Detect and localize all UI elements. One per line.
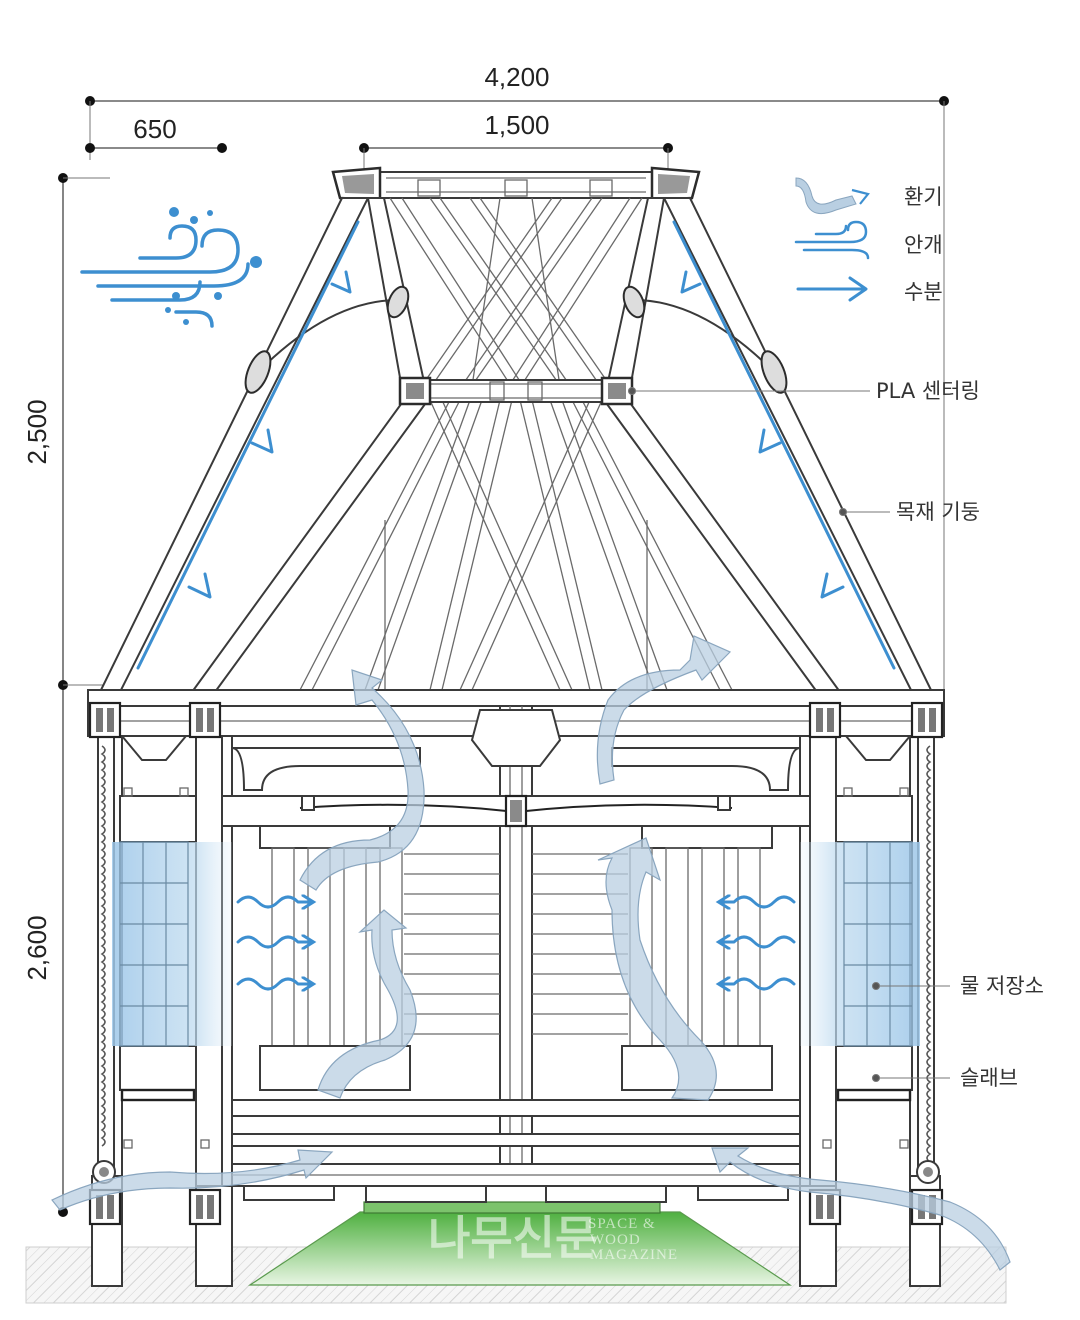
mist-flow-arrows [236,897,796,989]
moisture-arrow-icon [680,270,702,294]
moisture-arrow-icon [250,428,274,454]
mist-arrow-icon [720,897,796,907]
ventilation-air-flows [51,635,1011,1271]
mist-arrow-icon [236,937,312,947]
moisture-flow-lines [136,220,896,752]
legend-label-moisture: 수분 [904,280,943,304]
callout-slab: 슬래브 [960,1066,1018,1090]
watermark-line2: WOOD [590,1232,641,1248]
legend: 환기 안개 수분 [794,177,943,304]
callout-leaders [627,386,950,1083]
legend-label-ventilation: 환기 [904,185,943,209]
mist-arrow-icon [236,897,312,907]
mist-icon [794,220,870,260]
watermark-title: 나무신문 [428,1211,597,1265]
mist-arrow-icon [236,979,312,989]
moisture-arrow-icon [330,270,352,294]
dim-body-height: 2,600 [22,915,52,980]
dimension-lines [58,96,949,1217]
watermark: 나무신문 SPACE & WOOD MAGAZINE [428,1211,678,1265]
moisture-arrow-icon [796,276,868,302]
watermark-line3: MAGAZINE [590,1247,678,1263]
dim-edge-offset: 650 [133,114,176,144]
moisture-arrow-icon [187,572,212,599]
roof-structure [98,166,934,693]
callout-pla-centering: PLA 센터링 [876,379,980,403]
ventilation-icon [795,177,870,215]
dim-overall-width: 4,200 [484,62,549,92]
wind-icon [80,207,262,328]
callout-water-storage: 물 저장소 [960,974,1044,998]
mist-arrow-icon [720,937,796,947]
dim-top-width: 1,500 [484,110,549,140]
moisture-arrow-icon [820,572,845,599]
green-mound [248,1211,792,1286]
mound-top-slab [363,1201,661,1214]
water-storage-tanks [112,841,920,1047]
watermark-line1: SPACE & [588,1216,656,1232]
moisture-arrow-icon [758,428,782,454]
legend-label-mist: 안개 [904,233,943,257]
mist-arrow-icon [720,979,796,989]
dim-roof-height: 2,500 [22,399,52,464]
callout-timber-column: 목재 기둥 [896,500,980,524]
